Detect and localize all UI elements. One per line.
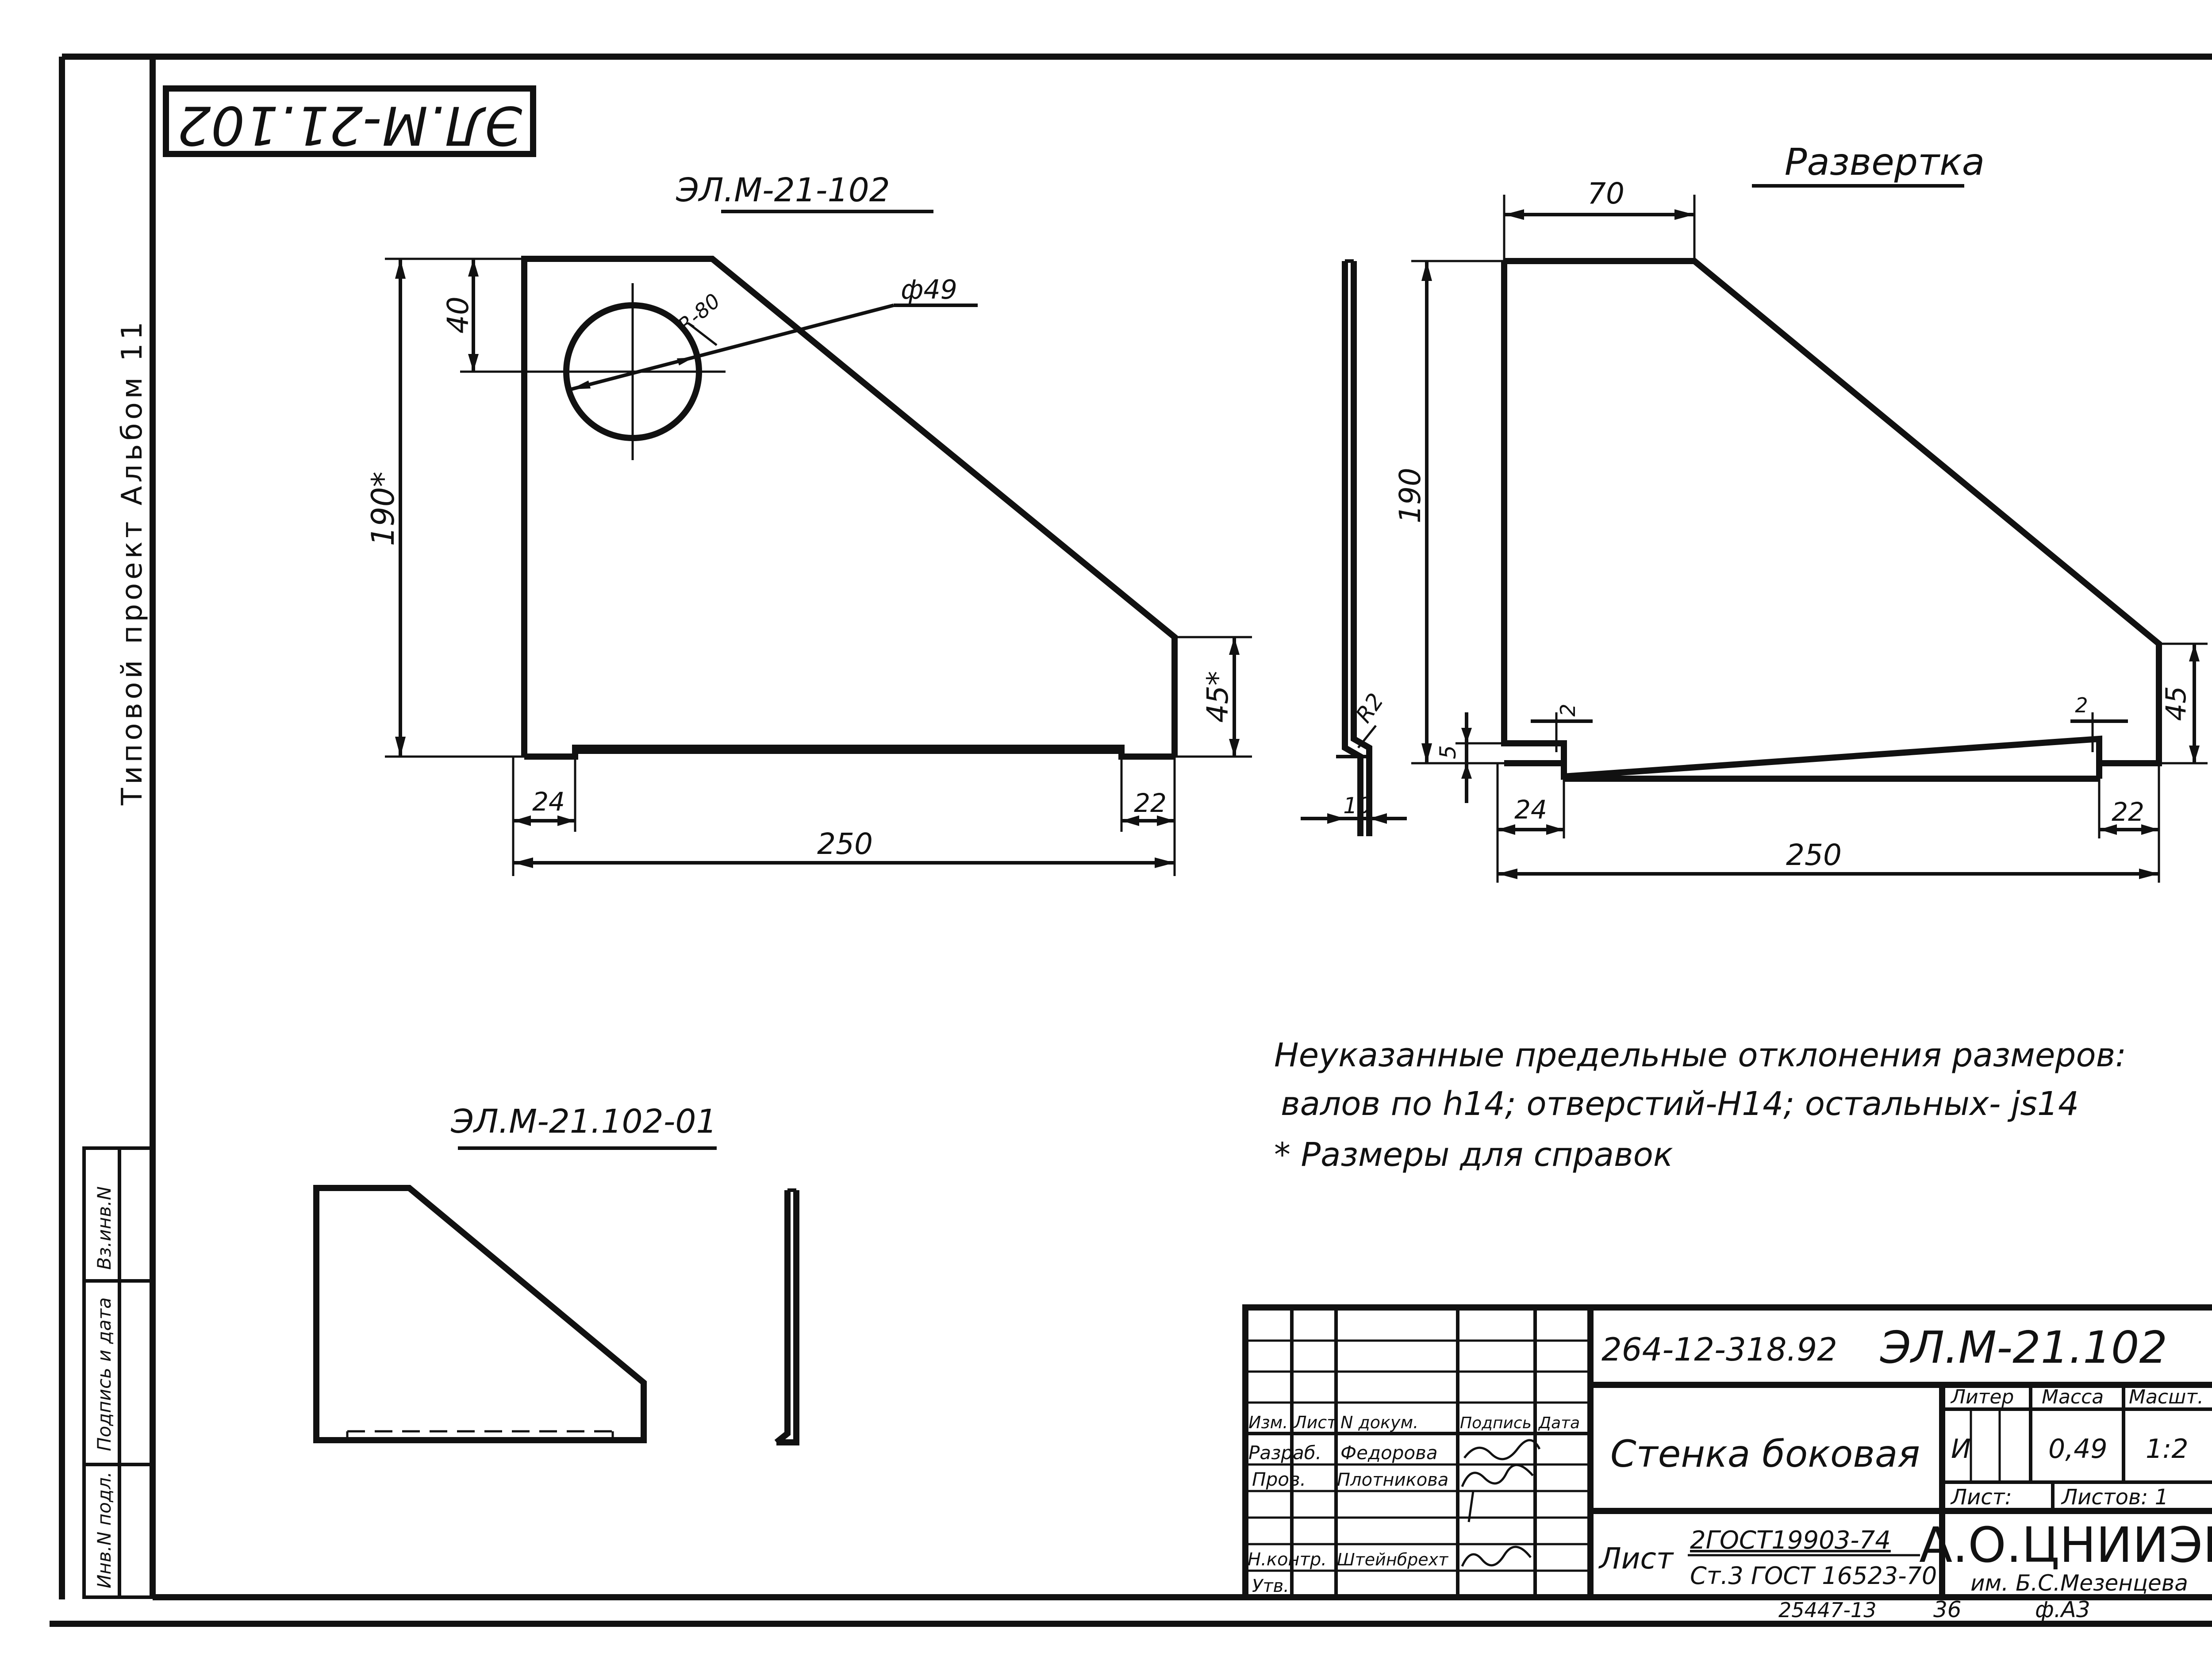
role-developed: Разраб.	[1248, 1442, 1321, 1464]
hdr-doc-no: N докум.	[1340, 1413, 1418, 1432]
hdr-liter: Литер	[1950, 1386, 2014, 1408]
sheets-label: Листов: 1	[2061, 1485, 2168, 1510]
hdr-scale: Масшт.	[2129, 1386, 2204, 1408]
signature-developer	[1463, 1439, 1541, 1461]
flat-width-label: 250	[1786, 838, 1842, 872]
role-approved: Утв.	[1252, 1576, 1289, 1596]
norm-controller-name: Штейнбрехт	[1337, 1550, 1449, 1569]
main-view-title: ЭЛ.М-21-102	[676, 171, 890, 209]
notes: Неуказанные предельные отклонения размер…	[1274, 1036, 2126, 1174]
thickness-label: 10	[1343, 793, 1371, 819]
flat-step-label: 5	[1435, 745, 1461, 759]
title-block: Изм. Лист N докум. Подпись Дата Разраб. …	[1242, 1304, 2212, 1600]
flat-view: Развертка 70 190 45 5	[1393, 140, 2208, 883]
right-notch-label: 22	[1134, 788, 1167, 818]
left-side-stamp: Инв.N подл. Подпись и дата Вз.инв.N	[82, 1146, 154, 1599]
note-line-2: валов по h14; отверстий-H14; остальных- …	[1281, 1085, 2079, 1123]
note-line-3: * Размеры для справок	[1274, 1136, 1673, 1174]
page-number: 36	[1933, 1597, 1962, 1622]
hdr-izm: Изм.	[1248, 1413, 1288, 1432]
flat-right-gap-label: 2	[2075, 693, 2088, 717]
variant-title: ЭЛ.М-21.102-01	[450, 1103, 717, 1141]
album-side-text: Типовой проект Альбом 11	[116, 318, 149, 806]
hdr-sign: Подпись	[1460, 1414, 1532, 1432]
role-norm-control: Н.контр.	[1248, 1549, 1327, 1570]
scale-value: 1:2	[2146, 1434, 2189, 1464]
developer-name: Федорова	[1340, 1442, 1438, 1464]
hdr-date: Дата	[1538, 1414, 1580, 1432]
flat-right-height-label: 45	[2160, 686, 2192, 721]
hdr-list: Лист	[1293, 1413, 1337, 1432]
flat-left-gap-label: 2	[1556, 703, 1580, 716]
doc-code: ЭЛ.М-21.102	[1880, 1322, 2167, 1373]
variant-view: ЭЛ.М-21.102-01	[313, 1103, 799, 1445]
flat-top-width-label: 70	[1587, 177, 1624, 211]
right-height-label: 45*	[1201, 671, 1235, 723]
liter-value: И	[1951, 1434, 1971, 1464]
material-bottom: Ст.3 ГОСТ 16523-70	[1690, 1562, 1937, 1590]
material-top: 2ГОСТ19903-74	[1690, 1526, 1891, 1555]
flat-left-notch-label: 24	[1514, 795, 1547, 825]
org-name: А.О.ЦНИИЭП	[1919, 1517, 2212, 1573]
checker-name: Плотникова	[1337, 1470, 1448, 1490]
main-height-label: 190*	[365, 472, 401, 546]
part-name: Стенка боковая	[1610, 1432, 1920, 1476]
top-stamp-code: ЭЛ.М-21.102	[177, 94, 522, 155]
vz-inv-label: Вз.инв.N	[93, 1186, 115, 1270]
hole-offset-label: 40	[441, 296, 475, 334]
mass-value: 0,49	[2048, 1434, 2108, 1464]
side-view: R2 10	[1301, 259, 1407, 836]
project-code: 264-12-318.92	[1601, 1331, 1837, 1368]
flat-right-notch-label: 22	[2112, 797, 2144, 827]
order-number: 25447-13	[1778, 1598, 1876, 1622]
sheet-frame	[50, 54, 2212, 1627]
footer: 25447-13 36 ф.А3	[1778, 1597, 2090, 1622]
top-stamp: ЭЛ.М-21.102	[163, 85, 536, 157]
flat-height-label: 190	[1393, 468, 1427, 523]
left-notch-label: 24	[532, 787, 565, 817]
role-checked: Пров.	[1252, 1468, 1306, 1490]
inv-podl-label: Инв.N подл.	[93, 1472, 115, 1588]
main-view: ЭЛ.М-21-102 ф49 R-80 190* 40	[365, 171, 1252, 876]
flat-view-title: Развертка	[1785, 140, 1985, 184]
sign-date-label: Подпись и дата	[93, 1297, 115, 1451]
main-width-label: 250	[817, 827, 873, 861]
signature-norm	[1461, 1545, 1532, 1567]
signature-checker	[1461, 1464, 1534, 1522]
hole-diameter-label: ф49	[901, 274, 957, 305]
note-line-1: Неуказанные предельные отклонения размер…	[1274, 1036, 2126, 1074]
format-label: ф.А3	[2035, 1597, 2090, 1622]
hdr-mass: Масса	[2042, 1386, 2104, 1408]
org-sub: им. Б.С.Мезенцева	[1970, 1570, 2188, 1596]
material-label: Лист	[1598, 1541, 1674, 1576]
sheet-label: Лист:	[1950, 1485, 2012, 1510]
